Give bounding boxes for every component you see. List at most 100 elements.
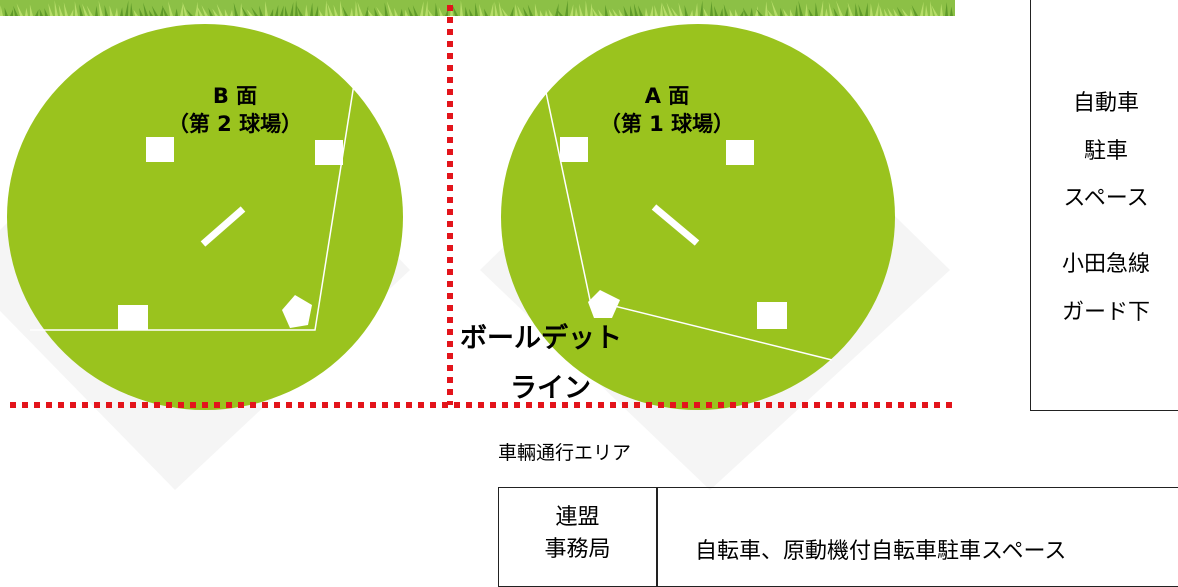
grass-blade [825, 8, 828, 16]
grass-blade [654, 5, 658, 17]
grass-blade [883, 8, 888, 16]
grass-blade [805, 3, 808, 16]
grass-blade [160, 5, 163, 16]
grass-blade [650, 5, 653, 16]
grass-blade [896, 6, 903, 16]
grass-blade [310, 2, 313, 16]
grass-blade [671, 7, 678, 16]
grass-blade [469, 8, 473, 16]
grass-blade [435, 2, 438, 17]
grass-blade [901, 8, 908, 16]
grass-blade [575, 6, 578, 16]
grass-blade [598, 9, 603, 16]
grass-blade [318, 9, 323, 16]
grass-blade [714, 5, 718, 16]
grass-blade [845, 6, 848, 17]
grass-blade [438, 7, 443, 16]
grass-blade [340, 0, 343, 17]
grass-blade [240, 2, 243, 16]
grass-blade [666, 2, 673, 16]
grass-blade [700, 0, 703, 17]
grass-blade [820, 0, 824, 16]
grass-blade [638, 5, 643, 17]
grass-blade [224, 8, 228, 16]
car-parking-line: 駐車 [1083, 139, 1128, 164]
field-b-name: B 面 [212, 84, 258, 108]
grass-blade [798, 0, 803, 17]
grass-blade [44, 8, 48, 16]
grass-blade [623, 5, 628, 16]
field-a-pitcher-rubber [651, 204, 700, 246]
grass-blade [565, 0, 568, 17]
grass-blade [115, 7, 118, 16]
grass-blade [265, 0, 268, 16]
grass-blade [82, 3, 88, 17]
grass-blade [950, 6, 953, 16]
grass-blade [910, 9, 913, 16]
grass-blade [660, 2, 663, 16]
grass-blade [48, 3, 53, 16]
grass-blade [374, 7, 378, 17]
grass-blade [556, 8, 563, 16]
grass-blade [151, 5, 158, 16]
grass-blade [230, 9, 233, 16]
grass-blade [98, 0, 103, 17]
grass-blade [475, 2, 478, 17]
grass-blade [186, 9, 193, 16]
grass-blade [795, 4, 798, 16]
grass-blade [510, 6, 514, 16]
grass-blade [148, 9, 153, 16]
grass-blade [54, 0, 58, 16]
grass-blade [35, 9, 39, 16]
grass-blade [295, 0, 298, 16]
grass-blade [925, 4, 928, 16]
grass-blade [515, 3, 518, 16]
grass-blade [233, 2, 238, 16]
grass-blade [710, 0, 713, 16]
grass-blade [290, 2, 294, 16]
grass-blade [275, 5, 279, 16]
grass-blade [95, 5, 98, 16]
grass-blade [180, 3, 183, 17]
grass-blade [578, 3, 583, 16]
grass-blade [350, 7, 353, 17]
grass-blade [548, 9, 553, 16]
grass-blade [870, 3, 873, 16]
grass-blade [605, 4, 608, 17]
grass-blade [858, 4, 863, 16]
grass-blade [246, 9, 253, 16]
grass-blade [109, 5, 113, 17]
grass-blade [940, 3, 943, 16]
grass-blade [70, 9, 74, 16]
grass-blade [522, 6, 528, 17]
grass-blade [86, 5, 93, 17]
grass-blade [182, 1, 188, 16]
grass-blade [241, 6, 248, 17]
field-b-home-plate [282, 295, 312, 328]
grass-blade [251, 6, 258, 16]
table-divider [656, 488, 658, 586]
grass-blade [280, 5, 284, 16]
vehicle-area-label: 車輛通行エリア [498, 442, 632, 464]
grass-blade [767, 9, 773, 16]
grass-blade [695, 2, 698, 16]
grass-blade [931, 5, 938, 16]
grass-blade [357, 1, 363, 16]
grass-blade [420, 1, 424, 17]
grass-blade [815, 2, 818, 17]
grass-blade [195, 1, 198, 16]
grass-blade [270, 8, 274, 16]
grass-blade [208, 7, 213, 16]
grass-blade [517, 5, 523, 16]
grass-blade [911, 4, 918, 16]
grass-blade [618, 8, 623, 16]
grass-blade [585, 0, 588, 16]
office-name: 連盟 事務局 [499, 502, 656, 566]
deadball-label-line2: ライン [510, 373, 591, 404]
grass-blade [405, 9, 408, 16]
grass-blade [756, 8, 763, 16]
deadball-label-line1: ボールデット [460, 323, 622, 354]
grass-blade [63, 2, 68, 16]
